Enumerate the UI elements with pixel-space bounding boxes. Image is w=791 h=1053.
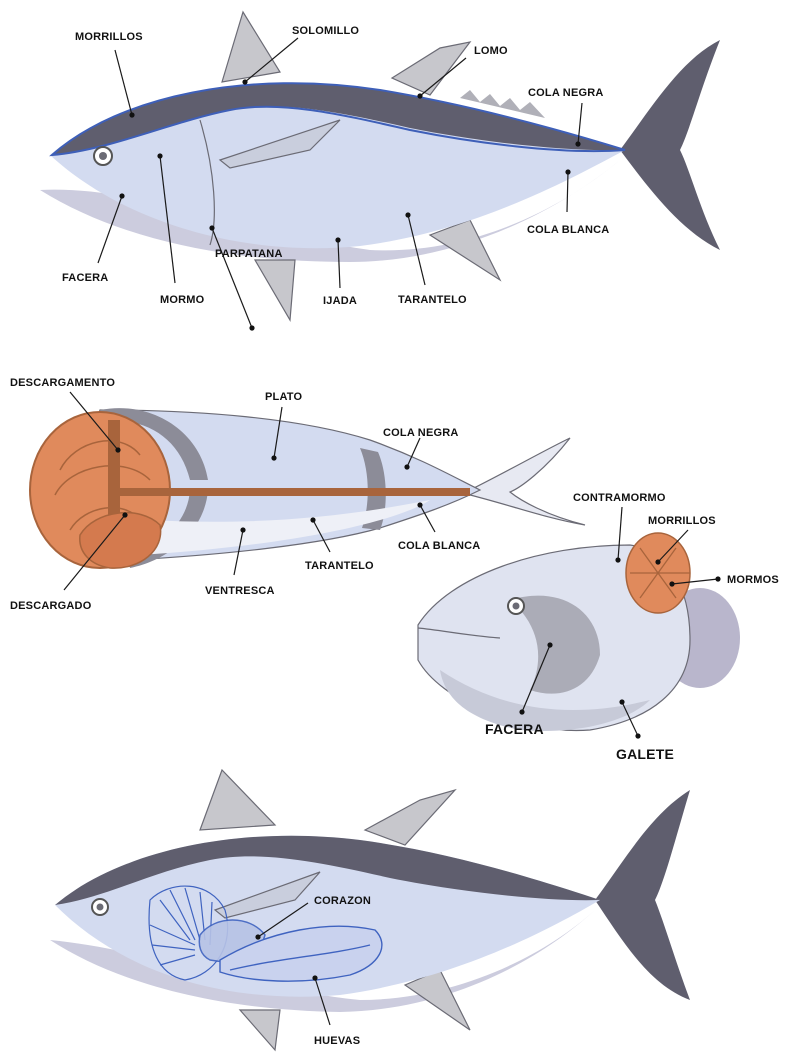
tail-fin [620,40,720,250]
label-cola-blanca: COLA BLANCA [527,224,609,236]
label-tarantelo-2: TARANTELO [305,560,374,572]
label-descargado: DESCARGADO [10,600,92,612]
label-tarantelo: TARANTELO [398,294,467,306]
label-ventresca: VENTRESCA [205,585,275,597]
label-contramormo: CONTRAMORMO [573,492,666,504]
label-galete: GALETE [616,746,674,762]
label-cola-blanca-2: COLA BLANCA [398,540,480,552]
label-lomo: LOMO [474,45,508,57]
label-facera: FACERA [62,272,108,284]
organs-tail-fin [595,790,690,1000]
organs-dorsal-fin [200,770,275,830]
label-descargamento: DESCARGAMENTO [10,377,115,389]
leader-morrillos [115,50,132,115]
label-cola-negra-2: COLA NEGRA [383,427,459,439]
head-eye-pupil [513,603,520,610]
label-parpatana: PARPATANA [215,248,283,260]
organs-eye-pupil [97,904,104,911]
label-huevas: HUEVAS [314,1035,360,1047]
figure-head-cuts: CONTRAMORMO MORRILLOS MORMOS FACERA GALE… [418,492,779,762]
label-solomillo: SOLOMILLO [292,25,359,37]
trunk-tail [470,438,585,525]
label-facera-head: FACERA [485,721,544,737]
label-morrillos: MORRILLOS [75,31,143,43]
spine-bar [110,488,470,496]
organs-second-dorsal-fin [365,790,455,845]
label-ijada: IJADA [323,295,357,307]
organs-pelvic-fin [240,1010,280,1050]
eye-pupil [99,152,107,160]
pelvic-fin [255,260,295,320]
dorsal-fin [222,12,280,82]
figure-whole-tuna-cuts: MORRILLOS SOLOMILLO LOMO COLA NEGRA COLA… [40,12,720,331]
label-corazon: CORAZON [314,895,371,907]
label-cola-negra: COLA NEGRA [528,87,604,99]
label-morrillos-head: MORRILLOS [648,515,716,527]
figure-internal-organs: CORAZON HUEVAS [50,770,690,1050]
label-plato: PLATO [265,391,303,403]
label-mormo: MORMO [160,294,205,306]
label-mormos: MORMOS [727,574,779,586]
